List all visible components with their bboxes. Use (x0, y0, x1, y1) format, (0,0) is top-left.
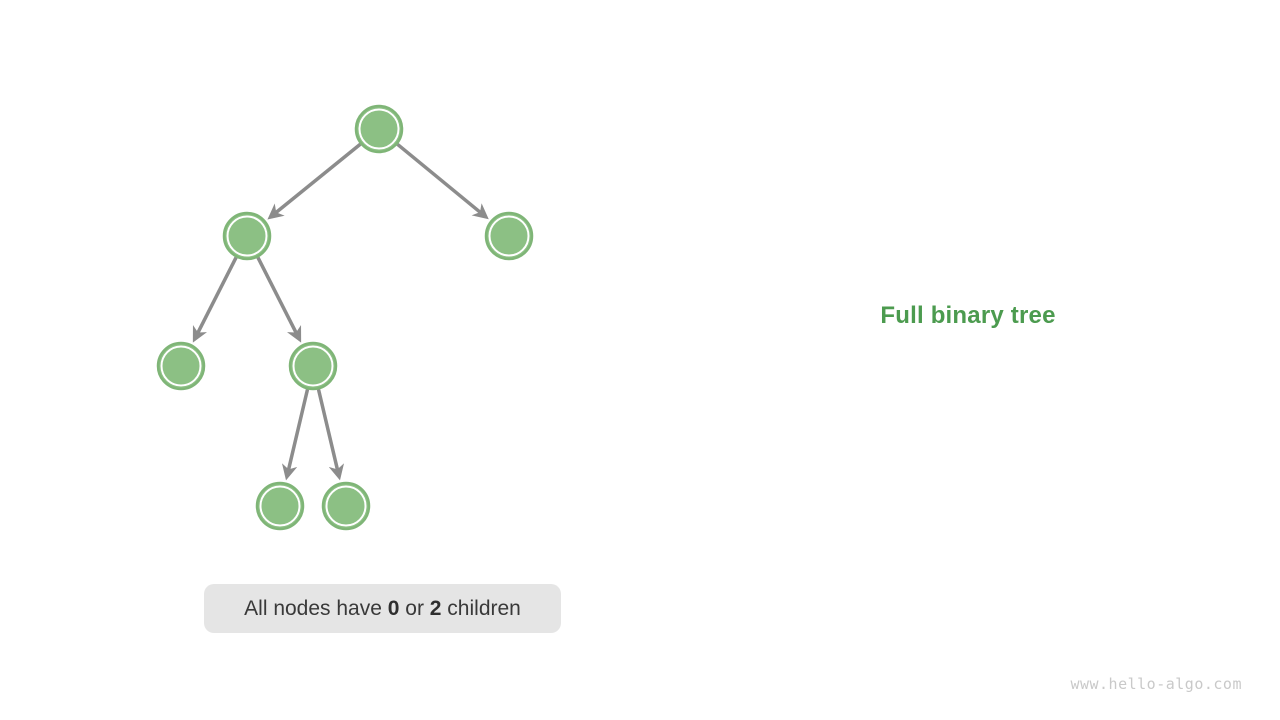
caption-bold-zero: 0 (387, 596, 400, 620)
tree-node-left-right-right (321, 481, 371, 531)
tree-node-left (222, 211, 272, 261)
tree-edge-left-right-to-left-right-right (316, 388, 345, 481)
tree-node-left-right-left (255, 481, 305, 531)
caption-text: All nodes have 0 or 2 children (244, 596, 521, 620)
caption-bold-two: 2 (429, 596, 442, 620)
caption-pill: All nodes have 0 or 2 children (204, 584, 561, 633)
tree-edge-left-to-left-right (256, 256, 302, 343)
tree-edge-left-right-to-left-right-left (281, 388, 310, 481)
tree-node-left-left (156, 341, 206, 391)
tree-edge-root-to-right (396, 142, 489, 220)
diagram-title: Full binary tree (880, 302, 1056, 329)
tree-node-right (484, 211, 534, 261)
tree-edge-left-to-left-left (192, 256, 238, 343)
tree-node-root (354, 104, 404, 154)
tree-node-left-right (288, 341, 338, 391)
watermark: www.hello-algo.com (1070, 675, 1242, 693)
tree-edge-root-to-left (267, 142, 362, 220)
